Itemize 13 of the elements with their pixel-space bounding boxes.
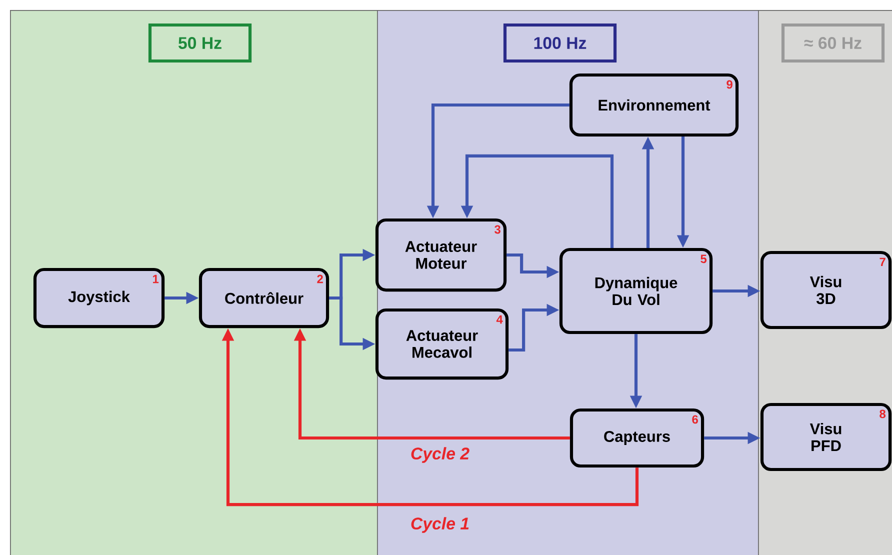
frequency-label: 50 Hz — [148, 23, 252, 63]
step-number: 4 — [496, 315, 503, 324]
step-number: 6 — [692, 415, 698, 424]
step-number: 5 — [700, 254, 707, 264]
step-number: 1 — [153, 274, 159, 284]
step-number: 3 — [494, 225, 500, 234]
frequency-label: ≈ 60 Hz — [781, 23, 885, 63]
frequency-band — [10, 10, 378, 555]
step-number: 2 — [317, 274, 323, 284]
step-number: 9 — [726, 80, 732, 89]
edge-label: Cycle 2 — [411, 447, 470, 463]
edge-label: Cycle 1 — [411, 517, 469, 533]
frequency-label: 100 Hz — [503, 23, 617, 63]
